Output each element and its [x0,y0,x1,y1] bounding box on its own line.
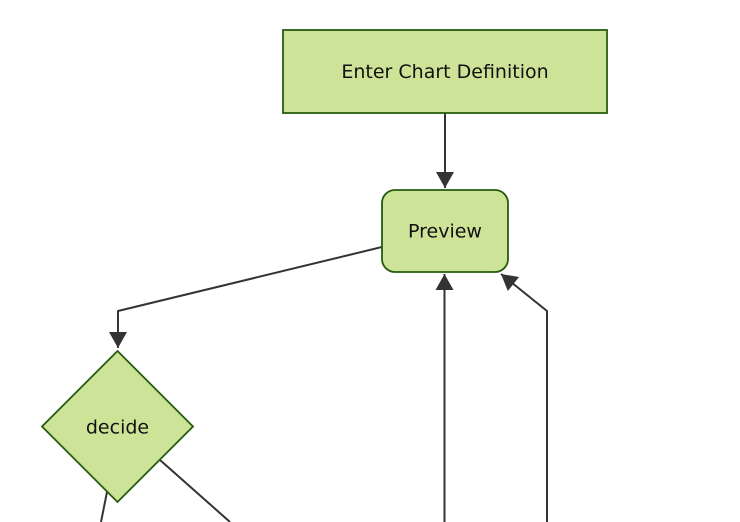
edge-preview-to-decide [109,246,383,348]
node-label-enter-chart-definition: Enter Chart Definition [341,61,548,83]
node-enter-chart-definition [282,29,608,114]
edge-decide-to-offscreen-right [159,459,231,522]
edge-offscreen-right-to-preview [500,273,548,522]
node-label-preview: Preview [408,221,482,243]
edge-decide-to-offscreen-left [100,491,108,522]
node-decide [40,349,195,504]
node-preview [381,189,509,273]
node-label-decide: decide [86,417,149,439]
